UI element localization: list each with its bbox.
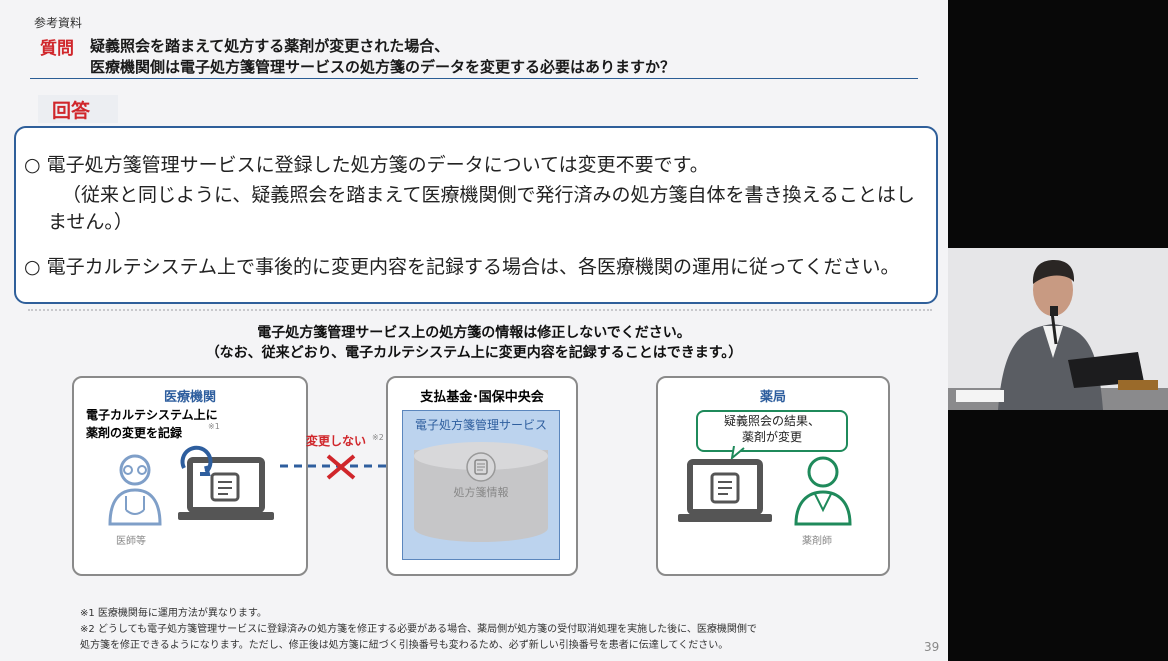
answer-box <box>14 126 938 304</box>
speaker-video <box>948 248 1168 410</box>
diagram-title-1: 電子処方箋管理サービス上の処方箋の情報は修正しないでください。 <box>257 325 691 341</box>
bubble-line-1: 疑義照会の結果、 <box>723 414 820 428</box>
panel-pharmacy <box>656 376 890 576</box>
bullet-1-line-1: ○ 電子処方箋管理サービスに登録した処方箋のデータについては変更不要です。 <box>24 154 709 176</box>
slide: 参考資料 質問 疑義照会を踏まえて処方する薬剤が変更された場合、 医療機関側は電… <box>0 0 948 661</box>
panel-medical-title: 医療機関 <box>163 390 216 405</box>
panel-medical-note-1: 電子カルテシステム上に <box>86 408 218 422</box>
question-label: 質問 <box>40 39 74 59</box>
bubble-line-2: 薬剤が変更 <box>741 430 802 444</box>
speaker-figure <box>948 248 1168 410</box>
panel-medical-person: 医師等 <box>116 536 146 547</box>
pharmacy-laptop-icon <box>678 446 772 522</box>
footnote-2: ※2 どうしても電子処方箋管理サービスに登録済みの処方箋を修正する必要がある場合… <box>80 624 757 635</box>
diagram-title-2: （なお、従来どおり、電子カルテシステム上に変更内容を記録することはできます。） <box>205 345 743 361</box>
laptop-icon <box>178 457 274 520</box>
panel-medical-note-2: 薬剤の変更を記録 <box>86 426 183 440</box>
doctor-icon <box>108 454 162 526</box>
reference-label: 参考資料 <box>34 16 83 30</box>
no-change-label: 変更しない <box>306 434 367 448</box>
cross-icon <box>326 454 356 480</box>
question-line-2: 医療機関側は電子処方箋管理サービスの処方箋のデータを変更する必要はありますか？ <box>90 58 676 76</box>
answer-label: 回答 <box>52 100 91 122</box>
no-change-sup: ※2 <box>372 433 384 442</box>
page-number: 39 <box>924 640 940 654</box>
footnote-1: ※1 医療機関毎に運用方法が異なります。 <box>80 608 267 619</box>
bullet-1-line-3: ません。） <box>48 211 133 233</box>
sync-arrow-icon <box>180 445 213 476</box>
panel-payment-title: 支払基金･国保中央会 <box>420 390 544 405</box>
speech-bubble-icon <box>696 410 848 452</box>
footnote-3: 処方箋を修正できるようになります。ただし、修正後は処方箋に紐づく引換番号も変わる… <box>80 640 729 651</box>
title-divider <box>30 78 918 79</box>
bullet-1-line-2: （従来と同じように、疑義照会を踏まえて医療機関側で発行済みの処方箋自体を書き換え… <box>62 184 915 206</box>
service-name: 電子処方箋管理サービス <box>414 418 547 432</box>
dotted-divider <box>28 309 932 311</box>
answer-background <box>38 95 118 123</box>
question-line-1: 疑義照会を踏まえて処方する薬剤が変更された場合、 <box>90 37 450 55</box>
panel-medical-note-sup: ※1 <box>208 422 220 431</box>
bullet-2: ○ 電子カルテシステム上で事後的に変更内容を記録する場合は、各医療機関の運用に従… <box>24 256 900 278</box>
pharmacist-icon <box>794 456 852 526</box>
panel-pharmacy-person: 薬剤師 <box>802 536 832 547</box>
panel-pharmacy-title: 薬局 <box>759 390 786 405</box>
database-label: 処方箋情報 <box>453 486 509 499</box>
document-icon <box>466 452 496 482</box>
